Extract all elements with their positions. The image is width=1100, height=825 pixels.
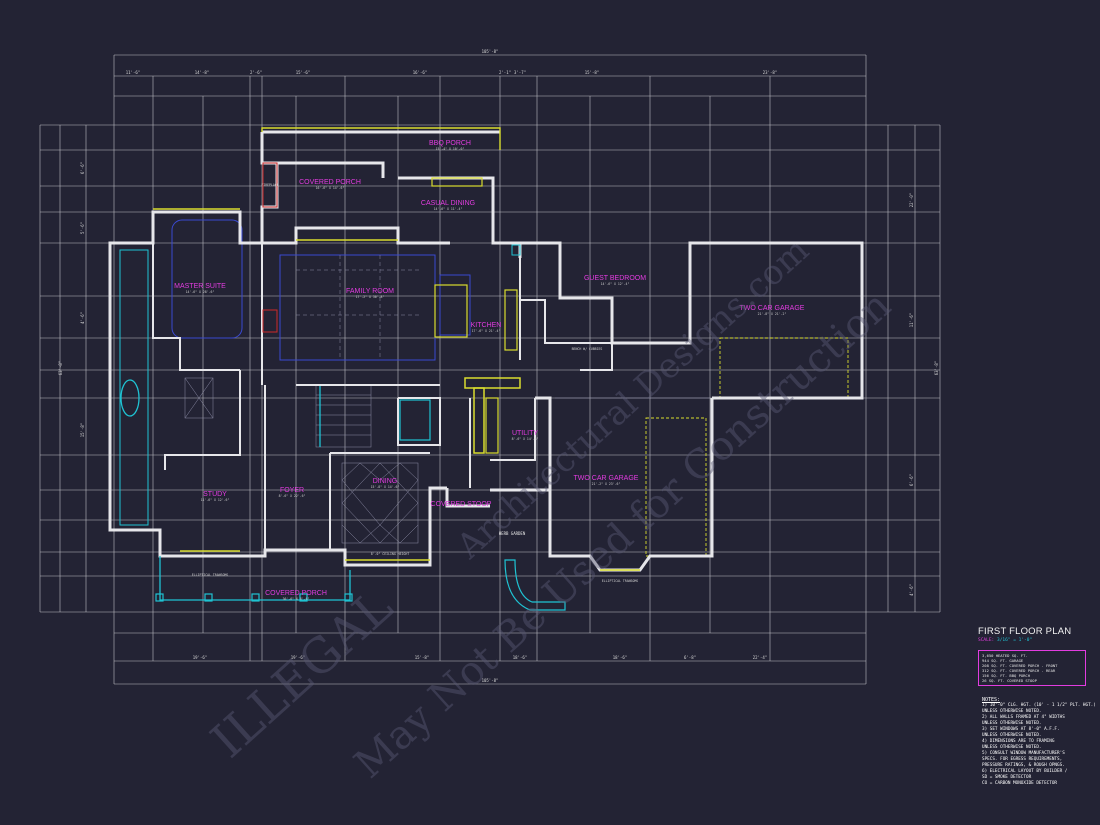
bench-note: BENCH W/ CUBBIES (572, 347, 603, 351)
side-dim-7: 6'-6" (909, 474, 914, 486)
side-dim-6: 11'-6" (909, 313, 914, 327)
top-dim-8: 15'-8" (585, 70, 599, 75)
room-name-covered-stoop: COVERED STOOP (431, 501, 492, 508)
side-dim-2: 5'-6" (80, 222, 85, 234)
top-dim-7: 3'-7" (514, 70, 526, 75)
side-dim-4: 15'-8" (80, 423, 85, 437)
dining-ceiling-pattern (341, 462, 419, 544)
room-size-garage-upper: 21'-8" X 21'-2" (758, 312, 787, 316)
room-size-guest-bedroom: 14'-6" X 12'-4" (601, 282, 630, 286)
room-size-study: 11'-6" X 12'-6" (201, 498, 230, 502)
overall-depth-dim: 63'-8" (58, 361, 63, 375)
area-line: 312 SQ. FT. COVERED PORCH - REAR (982, 668, 1056, 673)
area-line: 3,650 HEATED SQ. FT. (982, 653, 1028, 658)
note-line: 4) DIMENSIONS ARE TO FRAMING (982, 739, 1055, 744)
side-dim-3: 4'-6" (80, 312, 85, 324)
plan-scale: SCALE: 3/16" = 1'-0" (978, 638, 1088, 643)
elliptical-transoms-note-1: ELLIPTICAL TRANSOMS (192, 573, 229, 577)
room-name-garage-upper: TWO CAR GARAGE (740, 305, 805, 312)
side-dim-1: 6'-6" (80, 162, 85, 174)
room-name-foyer: FOYER (280, 487, 304, 494)
note-line: 6) ELECTRICAL LAYOUT BY BUILDER / (982, 769, 1068, 774)
bottom-dim-3: 15'-8" (415, 655, 429, 660)
top-dim-5: 16'-6" (413, 70, 427, 75)
side-dim-8: 4'-6" (909, 584, 914, 596)
area-summary: 3,650 HEATED SQ. FT. 944 SQ. FT. GARAGE … (978, 650, 1086, 686)
bottom-dim-1: 19'-6" (193, 655, 207, 660)
room-name-dining: DINING (373, 478, 398, 485)
note-line: SD = SMOKE DETECTOR (982, 775, 1032, 780)
room-name-family-room: FAMILY ROOM (346, 288, 394, 295)
area-line: 156 SQ. FT. BBQ PORCH (982, 673, 1031, 678)
top-dim-9: 23'-8" (763, 70, 777, 75)
room-size-garage-lower: 21'-2" X 23'-6" (592, 482, 621, 486)
area-line: 26 SQ. FT. COVERED STOOP (982, 678, 1037, 683)
room-name-herb-garden: HERB GARDEN (499, 531, 526, 536)
ceiling-height-note: 8'-0" CEILING HEIGHT (371, 552, 409, 556)
notes-heading: NOTES: (982, 697, 1001, 703)
note-line: CO = CARBON MONOXIDE DETECTOR (982, 781, 1058, 786)
note-line: UNLESS OTHERWISE NOTED. (982, 733, 1042, 738)
room-name-master-suite: MASTER SUITE (174, 283, 226, 290)
overall-width-dim: 105'-8" (482, 49, 499, 54)
room-name-covered-porch-rear: COVERED PORCH (299, 179, 361, 186)
room-size-covered-porch-rear: 16'-6" X 14'-6" (316, 186, 345, 190)
room-size-family-room: 17'-2" X 30'-8" (356, 295, 385, 299)
room-size-utility: 8'-6" X 14'-8" (512, 437, 539, 441)
bottom-dim-6: 6'-8" (684, 655, 696, 660)
room-name-casual-dining: CASUAL DINING (421, 200, 475, 207)
note-line: UNLESS OTHERWISE NOTED. (982, 709, 1042, 714)
top-dim-3: 2'-6" (250, 70, 262, 75)
room-size-covered-porch-front: 36'-6" X 6'-6" (283, 597, 310, 601)
room-size-kitchen: 17'-6" X 21'-4" (472, 329, 501, 333)
note-line: 5) CONSULT WINDOW MANUFACTURER'S (982, 751, 1065, 756)
area-line: 944 SQ. FT. GARAGE (982, 658, 1024, 663)
room-size-bbq-porch: 15'-4" X 10'-0" (436, 147, 465, 151)
general-notes: NOTES: 1) 10'-0" CLG. HGT. (10' - 1 1/2"… (982, 697, 1096, 787)
room-size-casual-dining: 14'-6" X 11'-4" (434, 207, 463, 211)
note-line: SPECS. FOR EGRESS REQUIREMENTS, (982, 757, 1063, 762)
top-dim-1: 11'-6" (126, 70, 140, 75)
bottom-dim-5: 18'-6" (613, 655, 627, 660)
scale-label: SCALE: (978, 638, 995, 643)
overall-width-dim-bottom: 105'-8" (482, 678, 499, 683)
room-name-garage-lower: TWO CAR GARAGE (574, 475, 639, 482)
room-name-kitchen: KITCHEN (471, 322, 502, 329)
dimension-labels: 105'-8" 105'-8" 63'-8" 63'-8" 11'-6" 14'… (58, 49, 939, 683)
scale-value: 3/16" = 1'-0" (996, 638, 1033, 643)
side-dim-5: 22'-0" (909, 193, 914, 207)
room-size-dining: 15'-8" X 14'-6" (371, 485, 400, 489)
accent-lines (119, 127, 640, 611)
note-line: UNLESS OTHERWISE NOTED. (982, 745, 1042, 750)
room-size-master-suite: 14'-6" X 28'-6" (186, 290, 215, 294)
bottom-dim-7: 22'-4" (753, 655, 767, 660)
misc-labels: 8'-0" CEILING HEIGHT ELLIPTICAL TRANSOMS… (192, 183, 639, 583)
elliptical-transoms-note-2: ELLIPTICAL TRANSOMS (602, 579, 639, 583)
top-dim-6: 2'-1" (499, 70, 511, 75)
bottom-dim-4: 18'-6" (513, 655, 527, 660)
room-labels: BBQ PORCH 15'-4" X 10'-0" COVERED PORCH … (174, 140, 805, 601)
bottom-dim-2: 19'-6" (291, 655, 305, 660)
stair (315, 384, 372, 448)
room-name-bbq-porch: BBQ PORCH (429, 140, 471, 147)
room-name-study: STUDY (203, 491, 227, 498)
note-line: UNLESS OTHERWISE NOTED. (982, 721, 1042, 726)
top-dim-2: 14'-8" (195, 70, 209, 75)
fireplace-note: FIREPLACE (261, 183, 278, 187)
note-line: 1) 10'-0" CLG. HGT. (10' - 1 1/2" PLT. H… (982, 703, 1096, 708)
plan-title: FIRST FLOOR PLAN (978, 626, 1072, 637)
area-line: 208 SQ. FT. COVERED PORCH - FRONT (982, 663, 1058, 668)
top-dim-4: 15'-6" (296, 70, 310, 75)
room-name-utility: UTILITY (512, 430, 538, 437)
room-name-guest-bedroom: GUEST BEDROOM (584, 275, 646, 282)
note-line: PRESSURE RATINGS, & ROUGH OPNGS. (982, 763, 1065, 768)
room-size-foyer: 8'-6" X 22'-6" (279, 494, 306, 498)
room-name-covered-porch-front: COVERED PORCH (265, 590, 327, 597)
note-line: 2) ALL WALLS FRAMED AT 4" WIDTHS (982, 715, 1065, 720)
overall-depth-dim-right: 63'-8" (934, 361, 939, 375)
note-line: 3) SET WINDOWS AT 8'-0" A.F.F. (982, 727, 1060, 732)
title-block: FIRST FLOOR PLAN SCALE: 3/16" = 1'-0" 3,… (978, 626, 1088, 686)
